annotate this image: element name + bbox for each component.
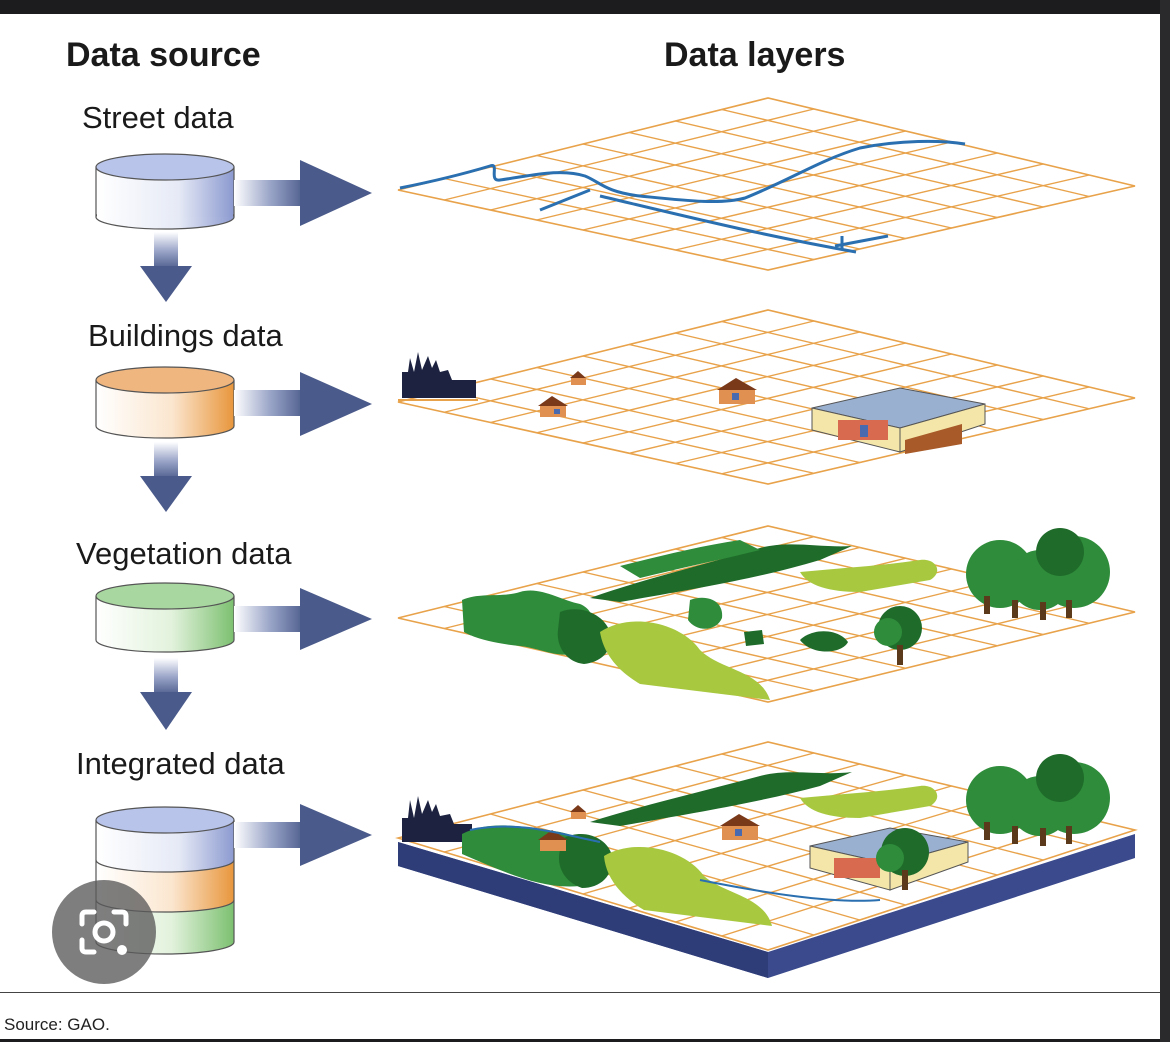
grid-line (582, 143, 952, 229)
data-layers-header: Data layers (664, 36, 846, 74)
large-building (811, 387, 986, 454)
buildings-data-label: Buildings data (88, 318, 283, 353)
integrated-data-label: Integrated data (76, 746, 285, 781)
tree-cluster (966, 528, 1110, 620)
vegetation-data-label: Vegetation data (76, 536, 292, 571)
integrated-house-3 (720, 814, 760, 840)
integrated-house-1 (570, 805, 586, 819)
grid-line (675, 589, 1044, 682)
camera-search-glyph (79, 909, 129, 955)
integrated-tree-single (876, 828, 929, 890)
buildings-layer-features (398, 352, 986, 454)
arrow-street-to-layer (234, 160, 372, 226)
house-medium (717, 378, 757, 404)
arrow-down-2 (140, 442, 192, 512)
vegetation-layer-features (462, 528, 1110, 700)
integrated-layer-features (402, 754, 1110, 926)
grid-outline (397, 97, 1136, 271)
arrow-down-3 (140, 658, 192, 730)
window-edge (1160, 0, 1170, 1042)
arrow-vegetation-to-layer (234, 588, 372, 650)
data-source-header: Data source (66, 36, 261, 74)
vegetation-data-cylinder (95, 582, 235, 653)
house-small-1 (570, 371, 586, 385)
grid-line (675, 120, 1044, 208)
arrow-integrated-to-layer (234, 804, 372, 866)
integrated-tree-cluster (966, 754, 1110, 846)
street-data-cylinder (95, 153, 235, 230)
street-data-label: Street data (82, 100, 234, 135)
integrated-layer-base (398, 834, 1135, 978)
street-layer-grid (397, 97, 1136, 271)
grid-line (721, 174, 1090, 261)
footer (0, 992, 1160, 1039)
grid-line (629, 131, 998, 219)
arrow-down-1 (140, 232, 192, 302)
grid-outline (395, 741, 1138, 951)
tree-single (874, 606, 922, 665)
street-lines (399, 139, 966, 254)
gis-layers-diagram (95, 97, 1138, 978)
arrow-buildings-to-layer (234, 372, 372, 436)
grid-line (721, 320, 1090, 410)
integrated-house-2 (538, 830, 568, 851)
grid-line (629, 152, 998, 241)
buildings-data-cylinder (95, 366, 235, 439)
camera-search-icon[interactable] (52, 880, 156, 984)
grid-line (675, 163, 1044, 251)
grid-line (721, 108, 1090, 198)
house-small-2 (538, 396, 568, 417)
source-credit: Source: GAO. (4, 1015, 110, 1034)
buildings-layer-grid (397, 309, 1136, 485)
